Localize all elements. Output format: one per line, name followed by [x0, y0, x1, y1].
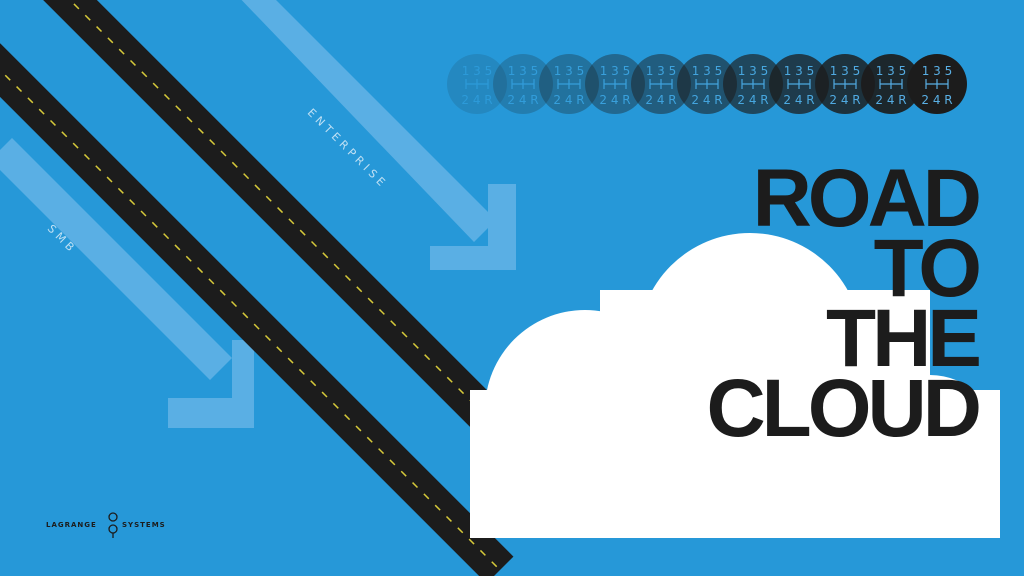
- gear-bottom-row: 2 4 R: [875, 93, 906, 107]
- gear-gate-lines: [465, 79, 489, 89]
- gear-gate-lines: [787, 79, 811, 89]
- gear-gate-lines: [833, 79, 857, 89]
- gear-shift-row: 1 3 5 2 4 R 1 3 5 2 4 R 1 3 5 2 4 R 1 3 5 2 4 R…: [447, 54, 967, 114]
- title-line-cloud: CLOUD: [706, 363, 982, 454]
- gear-top-row: 1 3 5: [692, 64, 723, 78]
- title-line-to: TO: [873, 223, 982, 314]
- gear-shift-pattern-icon: 1 3 5 2 4 R: [447, 54, 507, 114]
- gear-bottom-row: 2 4 R: [461, 93, 492, 107]
- gear-top-row: 1 3 5: [554, 64, 585, 78]
- gear-shift-pattern-icon: 1 3 5 2 4 R: [493, 54, 553, 114]
- gear-top-row: 1 3 5: [508, 64, 539, 78]
- gear-gate-lines: [511, 79, 535, 89]
- logo-right-word: SYSTEMS: [122, 521, 166, 529]
- gear-gate-lines: [741, 79, 765, 89]
- gear-gate-lines: [695, 79, 719, 89]
- gear-shift-pattern-icon: 1 3 5 2 4 R: [631, 54, 691, 114]
- cloud-shape: [470, 233, 1000, 538]
- title-line-the: THE: [826, 293, 982, 384]
- smb-arrow: [0, 138, 254, 428]
- gear-top-row: 1 3 5: [600, 64, 631, 78]
- gear-bottom-row: 2 4 R: [921, 93, 952, 107]
- gear-top-row: 1 3 5: [784, 64, 815, 78]
- gear-bottom-row: 2 4 R: [829, 93, 860, 107]
- gear-bottom-row: 2 4 R: [553, 93, 584, 107]
- gear-bottom-row: 2 4 R: [737, 93, 768, 107]
- gear-bottom-row: 2 4 R: [645, 93, 676, 107]
- infinity-pin-icon: [108, 512, 118, 538]
- gear-gate-lines: [557, 79, 581, 89]
- gear-top-row: 1 3 5: [922, 64, 953, 78]
- gear-bottom-row: 2 4 R: [783, 93, 814, 107]
- gear-shift-pattern-icon: 1 3 5 2 4 R: [677, 54, 737, 114]
- gear-gate-lines: [925, 79, 949, 89]
- gear-shift-pattern-icon: 1 3 5 2 4 R: [585, 54, 645, 114]
- gear-shift-pattern-icon: 1 3 5 2 4 R: [769, 54, 829, 114]
- enterprise-arrow: [241, 0, 516, 270]
- gear-gate-lines: [649, 79, 673, 89]
- gear-shift-pattern-icon: 1 3 5 2 4 R: [907, 54, 967, 114]
- road-outer: [0, 43, 514, 576]
- gear-shift-pattern-icon: 1 3 5 2 4 R: [861, 54, 921, 114]
- gear-shift-pattern-icon: 1 3 5 2 4 R: [723, 54, 783, 114]
- gear-bottom-row: 2 4 R: [507, 93, 538, 107]
- title-line-road: ROAD: [752, 153, 982, 244]
- gear-shift-pattern-icon: 1 3 5 2 4 R: [815, 54, 875, 114]
- gear-top-row: 1 3 5: [738, 64, 769, 78]
- gear-gate-lines: [603, 79, 627, 89]
- gear-top-row: 1 3 5: [462, 64, 493, 78]
- gear-top-row: 1 3 5: [646, 64, 677, 78]
- gear-bottom-row: 2 4 R: [691, 93, 722, 107]
- gear-bottom-row: 2 4 R: [599, 93, 630, 107]
- logo-left-word: LAGRANGE: [46, 521, 97, 529]
- gear-top-row: 1 3 5: [830, 64, 861, 78]
- gear-shift-pattern-icon: 1 3 5 2 4 R: [539, 54, 599, 114]
- gear-top-row: 1 3 5: [876, 64, 907, 78]
- gear-gate-lines: [879, 79, 903, 89]
